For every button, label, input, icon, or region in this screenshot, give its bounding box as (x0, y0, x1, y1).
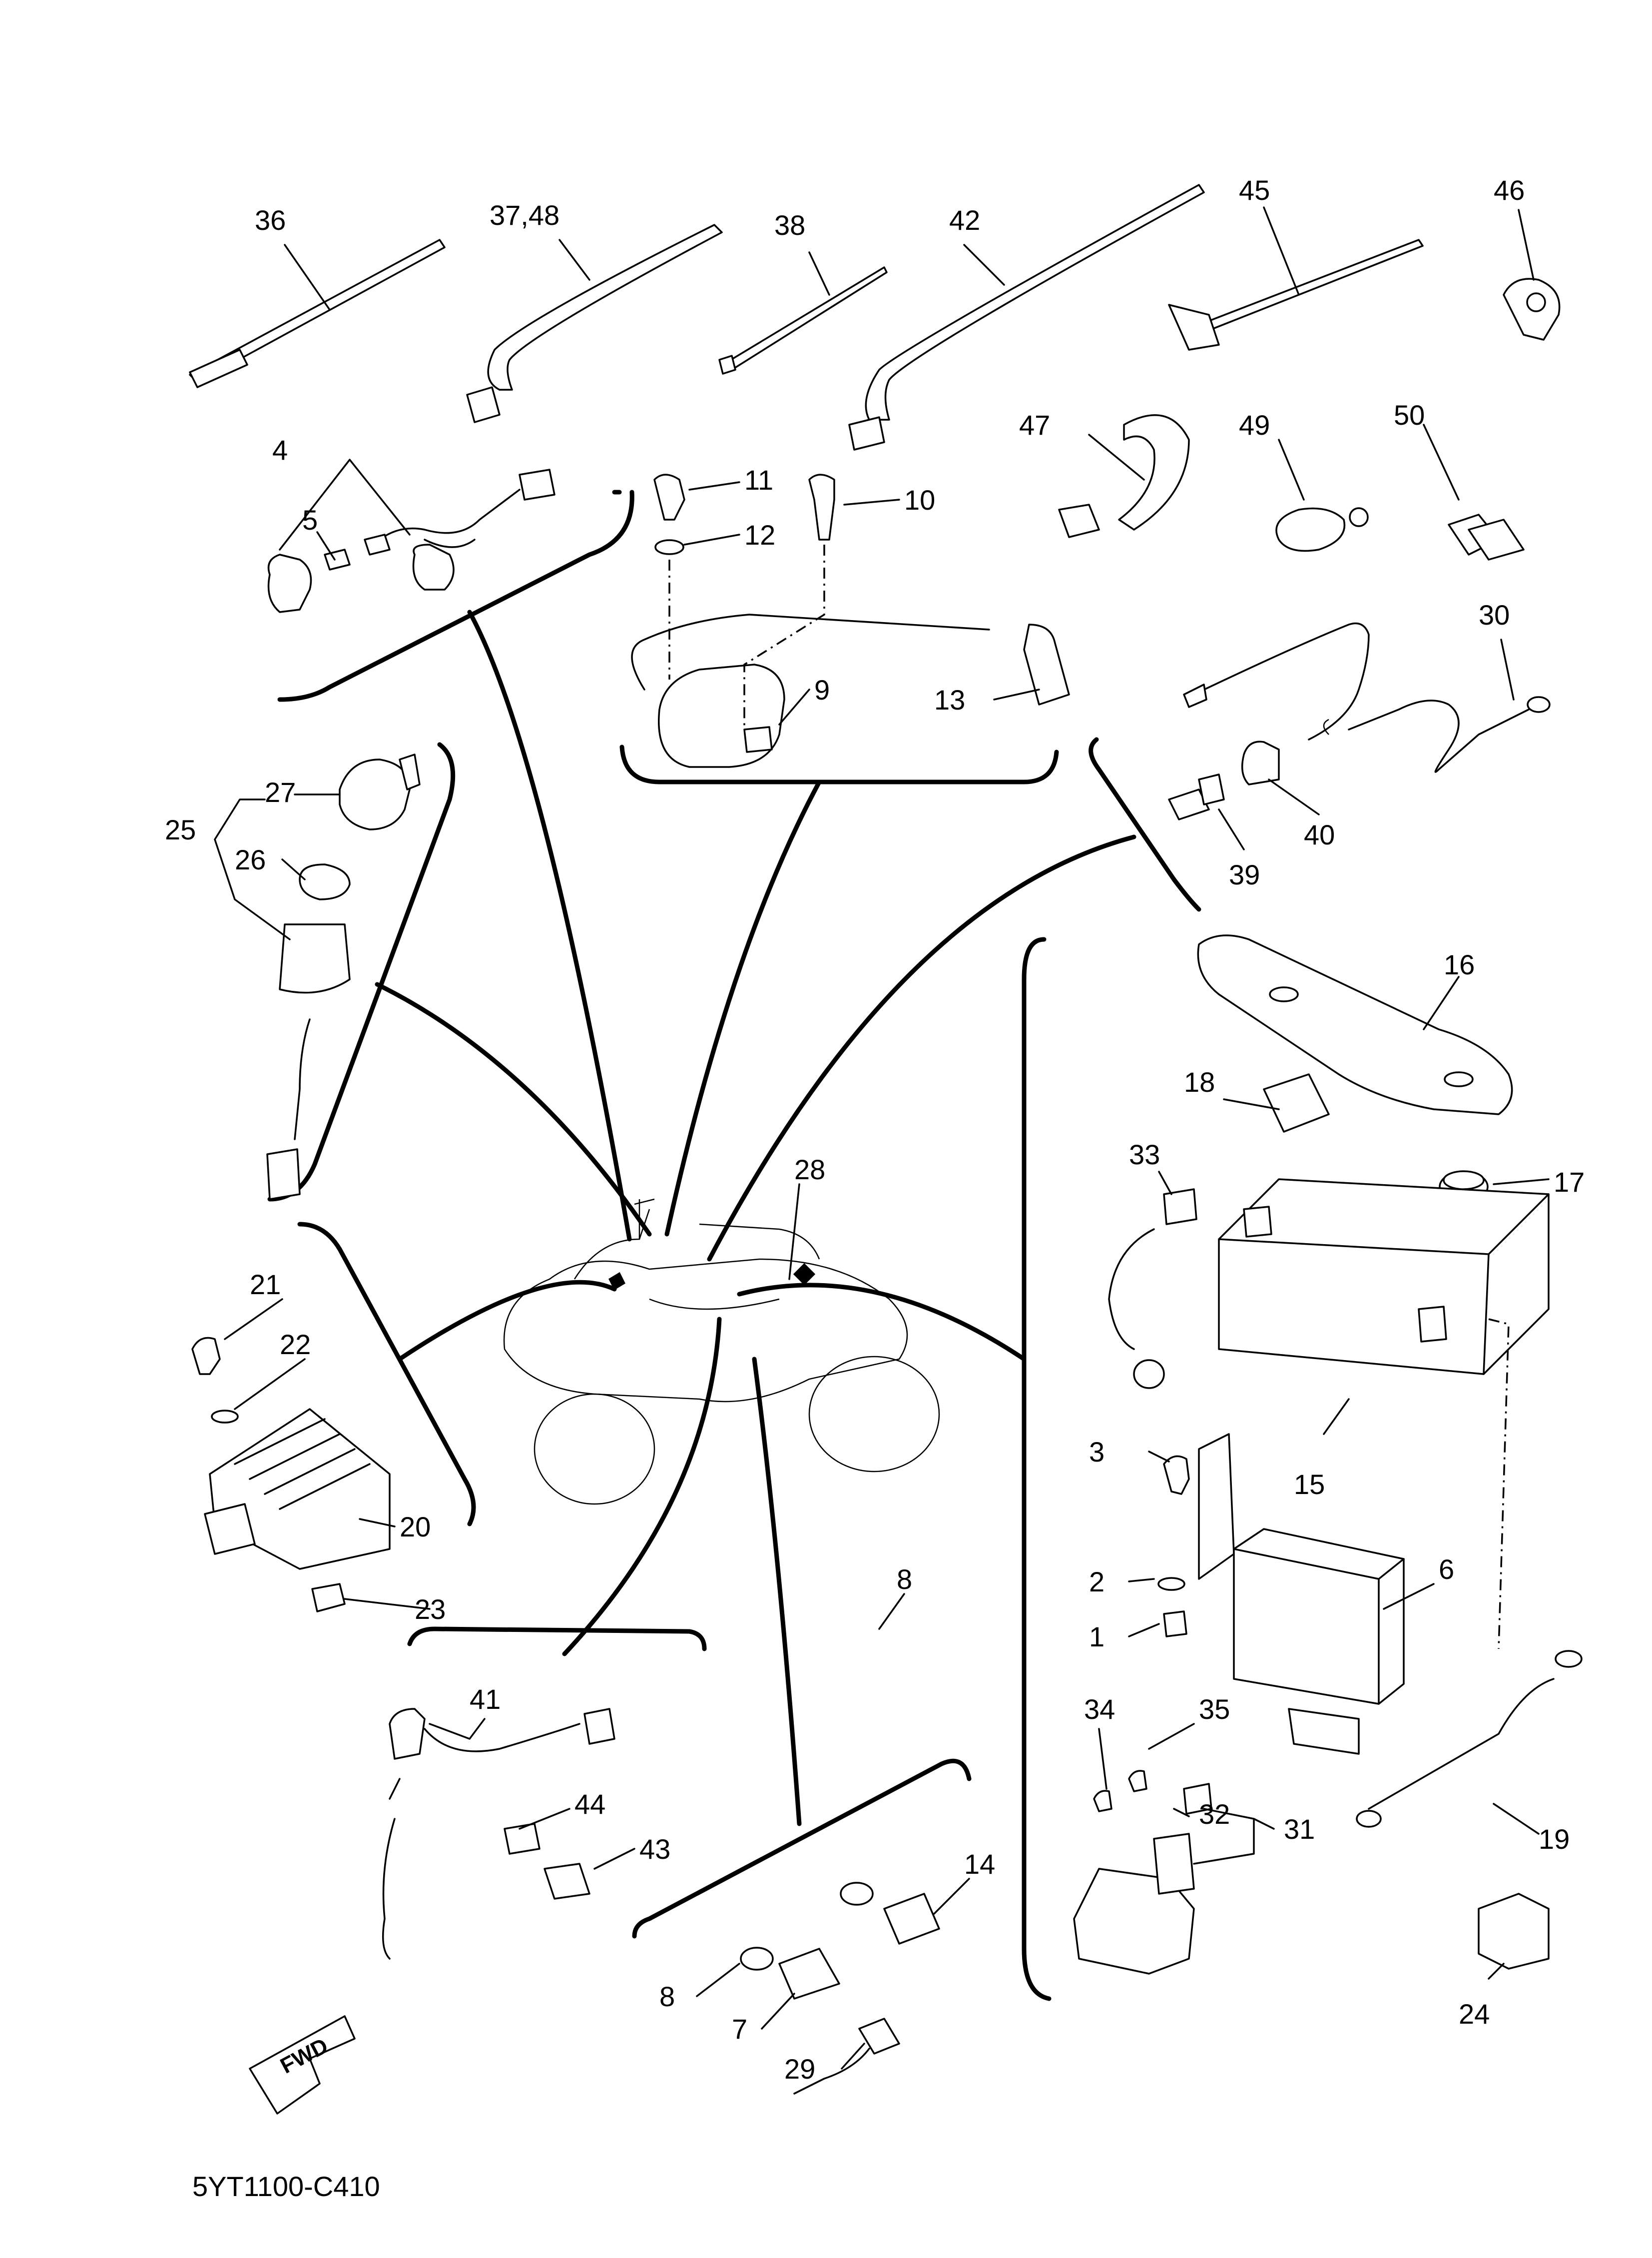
callout-45: 45 (1239, 174, 1270, 206)
callout-23: 23 (415, 1593, 446, 1625)
callout-32: 32 (1199, 1798, 1230, 1830)
callout-35: 35 (1199, 1693, 1230, 1725)
part-41-44-brake-switch (382, 1708, 615, 1960)
part-45-cable-tie (1168, 239, 1424, 351)
callout-31: 31 (1284, 1813, 1315, 1845)
part-20-23-rectifier (191, 1337, 391, 1612)
part-30-39-40-senders (1168, 622, 1551, 820)
callout-5: 5 (302, 504, 318, 536)
part-16-bracket (1197, 934, 1513, 1115)
callout-2: 2 (1089, 1566, 1104, 1597)
callout-14: 14 (964, 1848, 995, 1880)
part-49-band (1275, 507, 1369, 552)
callout-19: 19 (1539, 1823, 1570, 1855)
callout-15: 15 (1294, 1469, 1325, 1500)
part-31-35-starter-relay (1073, 1770, 1212, 1975)
callout-49: 49 (1239, 409, 1270, 441)
part-47-clamp (1058, 414, 1190, 538)
callout-16: 16 (1444, 949, 1475, 980)
callout-8-lower: 8 (659, 1981, 675, 2012)
part-38-cable-tie (718, 266, 888, 375)
callout-29: 29 (784, 2053, 815, 2085)
callout-40: 40 (1304, 819, 1335, 850)
leader-lines (214, 206, 1550, 2070)
part-7-8-14-29-switches (740, 1882, 940, 2095)
callout-11: 11 (744, 464, 773, 496)
callout-33: 33 (1129, 1139, 1160, 1170)
callout-21: 21 (250, 1269, 281, 1300)
callout-9: 9 (814, 674, 830, 706)
part-18-holder (1263, 1073, 1330, 1133)
callout-43: 43 (639, 1833, 670, 1865)
callout-28: 28 (794, 1154, 825, 1185)
part-1-3-fasteners (1157, 1433, 1235, 1637)
part-4-5-sensor-lead (267, 469, 555, 613)
callout-26: 26 (235, 844, 266, 875)
callout-20: 20 (400, 1511, 431, 1542)
callout-13: 13 (934, 684, 965, 716)
callout-12: 12 (744, 519, 775, 551)
callout-25: 25 (165, 814, 196, 845)
callout-36: 36 (255, 204, 286, 236)
connector-lines (375, 610, 1136, 1826)
callout-42: 42 (949, 204, 980, 236)
callout-6: 6 (1439, 1553, 1454, 1585)
callout-46: 46 (1494, 174, 1525, 206)
part-24-fuse-cover (1478, 1893, 1550, 1970)
callout-1: 1 (1089, 1621, 1104, 1652)
callout-10: 10 (904, 484, 935, 516)
part-37-48-cable-tie (466, 224, 723, 423)
callout-41: 41 (470, 1683, 501, 1715)
diagram-code: 5YT1100-C410 (192, 2171, 380, 2202)
part-36-cable-tie (189, 239, 446, 388)
callout-44: 44 (574, 1788, 605, 1820)
panel-borders (267, 490, 1201, 2001)
fwd-arrow-icon: FWD (249, 2015, 356, 2115)
callout-39: 39 (1229, 859, 1260, 890)
part-19-cable (1356, 1318, 1583, 1828)
callout-18: 18 (1184, 1066, 1215, 1098)
part-15-battery (1218, 1178, 1550, 1375)
callout-27: 27 (265, 776, 296, 808)
callout-50: 50 (1394, 399, 1425, 431)
callout-8-upper: 8 (897, 1563, 912, 1595)
part-46-clamp (1503, 278, 1561, 341)
callout-4: 4 (272, 434, 288, 466)
callout-34: 34 (1084, 1693, 1115, 1725)
callout-22: 22 (280, 1329, 311, 1360)
part-33-cable (1108, 1188, 1197, 1389)
callout-labels: 36 37,48 38 42 45 46 47 49 50 4 5 11 10 … (165, 174, 1585, 2085)
part-25-27-main-switch (266, 753, 421, 1200)
part-9-13-ignition-coil (631, 474, 1070, 768)
callout-3: 3 (1089, 1436, 1104, 1468)
callout-37-48: 37,48 (490, 199, 559, 231)
callout-30: 30 (1479, 599, 1510, 631)
callout-7: 7 (732, 2013, 747, 2045)
part-50-clamp (1448, 514, 1525, 561)
part-6-ecu (1233, 1528, 1405, 1755)
part-17-cushion (1439, 1170, 1489, 1203)
part-42-cable-tie (848, 184, 1205, 451)
atv-silhouette (503, 1198, 940, 1505)
callout-17: 17 (1554, 1166, 1585, 1198)
callout-38: 38 (774, 209, 805, 241)
callout-24: 24 (1459, 1998, 1490, 2030)
callout-47: 47 (1019, 409, 1050, 441)
